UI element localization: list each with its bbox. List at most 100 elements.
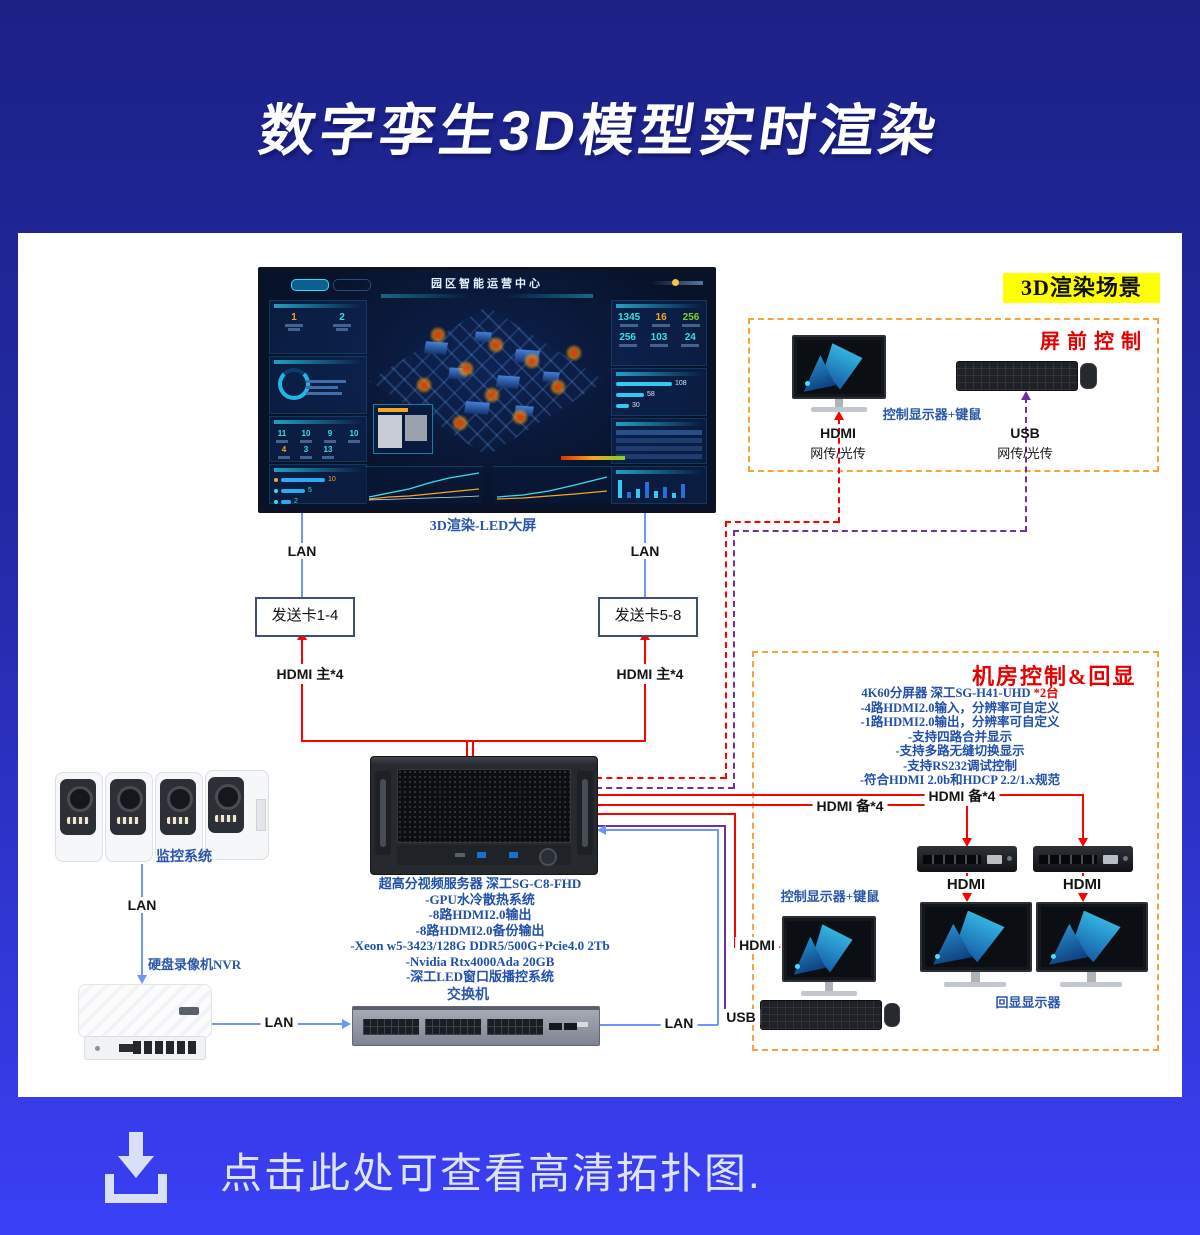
camera — [55, 772, 103, 862]
building — [495, 375, 521, 389]
splitter-spec-line: -支持四路合并显示 — [907, 729, 1013, 744]
stat-value: 3 — [303, 445, 309, 454]
splitter-spec-line: -1路HDMI2.0输出，分辨率可自定义 — [860, 715, 1060, 729]
server-specs: 超高分视频服务器 深工SG-C8-FHD -GPU水冷散热系统 -8路HDMI2… — [255, 876, 705, 985]
front-control-monitor — [792, 335, 886, 415]
line-chart — [496, 476, 608, 500]
room-control-monitor — [782, 916, 876, 1000]
panel-alarm-analysis: 108 58 30 — [611, 368, 707, 416]
panel-park-overview: 1345 16 256 256 103 24 — [611, 300, 707, 366]
front-control-mouse — [1080, 363, 1097, 389]
stat-value: 103 — [650, 332, 668, 343]
stat-value: 10 — [349, 429, 359, 438]
nvr-device — [78, 984, 212, 1038]
server-port — [455, 853, 465, 857]
usb-port — [509, 852, 518, 858]
lan-return-arrow-icon — [597, 825, 606, 835]
lan-label: LAN — [626, 543, 664, 559]
hdmi-main-line — [301, 636, 303, 742]
audio-jack — [1007, 856, 1012, 861]
chart-daily-people — [365, 466, 483, 503]
hdmi-label: HDMI — [1058, 876, 1106, 893]
led-screen-caption: 3D渲染-LED大屏 — [429, 519, 537, 534]
camera-side-view — [205, 770, 269, 860]
network-switch — [352, 1006, 600, 1046]
panel-title-bar — [616, 304, 702, 308]
splitter-ports — [923, 855, 981, 864]
camera-system-caption: 监控系统 — [156, 850, 212, 865]
heat-legend-gradient — [561, 456, 625, 460]
heat-spot — [457, 360, 475, 378]
port-group — [363, 1019, 419, 1035]
usb-control-line — [596, 825, 726, 827]
panel-alarm-stats: 11 10 9 10 4 3 13 — [269, 416, 367, 462]
splitter-name-line: 4K60分屏器 深工SG-H41-UHD *2台 — [782, 686, 1138, 701]
nvr-lan-arrow-icon — [342, 1019, 351, 1029]
panel-title-bar — [274, 420, 362, 424]
hdmi-control-line — [734, 813, 736, 948]
hdmi-main-label: HDMI 主*4 — [272, 664, 348, 684]
panel-people-analysis — [269, 356, 367, 414]
weather-sun-icon — [672, 279, 679, 286]
sfp-port — [549, 1023, 562, 1030]
snapshot-photo — [378, 415, 402, 448]
splitter-qty: *2台 — [1033, 686, 1059, 700]
bar-value: 10 — [328, 476, 336, 483]
hdmi-backup-label: HDMI 备*4 — [812, 796, 888, 816]
panel-title-bar — [616, 422, 702, 426]
room-control-mouse — [884, 1003, 900, 1027]
stat-value: 13 — [323, 445, 333, 454]
server-front-strip — [397, 845, 571, 866]
hdmi-backup-arrow-icon — [962, 838, 972, 847]
stat-value: 24 — [684, 332, 696, 343]
stat-value: 10 — [301, 429, 311, 438]
stat-value: 2 — [339, 312, 345, 323]
usb-port — [477, 852, 486, 858]
panel-title-bar — [616, 470, 702, 474]
server-spec-line: -GPU水冷散热系统 — [425, 891, 535, 907]
hdmi-backup-line — [966, 804, 968, 841]
hdmi-dashed-line — [725, 521, 839, 523]
bar-value: 5 — [308, 487, 312, 494]
view-hd-topology-link[interactable]: 点击此处可查看高清拓扑图. — [80, 1118, 1140, 1218]
usb-label: USB — [1010, 425, 1040, 441]
hdmi-dashed-line — [725, 521, 727, 779]
server-spec-line: -8路HDMI2.0输出 — [428, 907, 532, 922]
lan-label: LAN — [260, 1014, 298, 1030]
hdmi-backup-line — [596, 804, 968, 806]
hdmi-splitter — [917, 846, 1017, 872]
camera — [155, 772, 203, 862]
front-control-keyboard — [956, 361, 1078, 391]
panel-title-bar — [616, 372, 702, 376]
dashboard-tab-button[interactable] — [333, 279, 371, 291]
server-handle — [577, 771, 593, 855]
echo-monitor — [920, 902, 1032, 992]
hdmi-backup-line — [1082, 794, 1084, 841]
camera-lan-arrow-icon — [137, 975, 147, 984]
hdmi-backup-label: HDMI 备*4 — [924, 786, 1000, 806]
camera-lan-line — [141, 864, 143, 978]
usb-dashed-line — [733, 530, 735, 789]
panel-title-bar — [274, 304, 362, 308]
download-icon[interactable] — [105, 1132, 167, 1204]
control-monitor-kb-caption: 控制显示器+键鼠 — [780, 889, 880, 904]
line-chart — [368, 472, 480, 501]
room-control-keyboard — [760, 1000, 882, 1030]
nvr-led — [95, 1046, 100, 1051]
usb-label: USB — [722, 1009, 760, 1025]
heat-spot — [487, 336, 505, 354]
video-server — [370, 756, 598, 875]
room-control-box — [752, 651, 1159, 1051]
server-spec-line: -8路HDMI2.0备份输出 — [415, 922, 545, 938]
led-screen: 园区智能运营中心 — [258, 267, 716, 513]
dashboard-tab-button[interactable] — [291, 279, 329, 291]
footer-text[interactable]: 点击此处可查看高清拓扑图. — [220, 1150, 762, 1197]
stat-value: 256 — [619, 332, 636, 343]
switch-caption: 交换机 — [447, 988, 489, 1003]
echo-monitors-caption: 回显显示器 — [995, 995, 1061, 1010]
panel-alarm-heat: 10 5 2 — [269, 464, 367, 505]
net-optical-label: 网传/光传 — [997, 446, 1053, 461]
hdmi-backup-line — [596, 794, 1084, 796]
splitter-spec-line: -支持多路无缝切换显示 — [895, 744, 1025, 758]
front-control-box — [748, 318, 1159, 472]
